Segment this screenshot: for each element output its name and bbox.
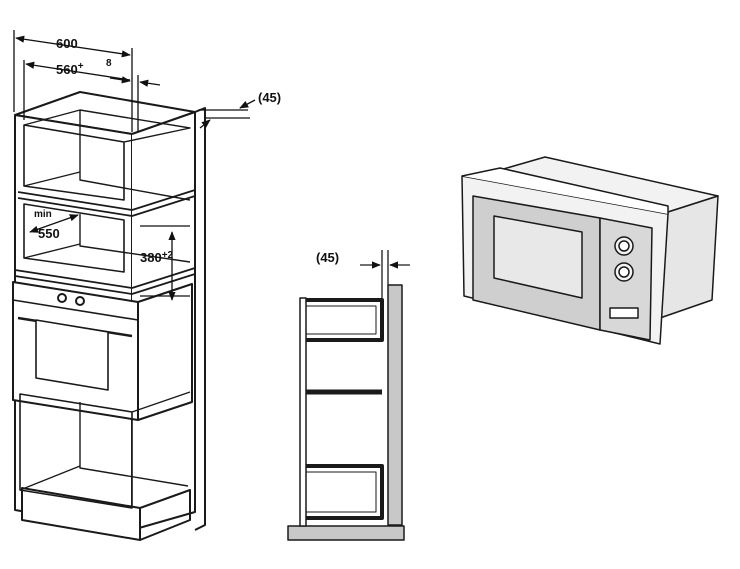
built-in-microwave xyxy=(461,156,719,345)
dim-min-label: min xyxy=(34,209,52,220)
side-section xyxy=(287,250,410,541)
dim-8-label: 8 xyxy=(106,58,112,69)
dim-560-label: 560+ xyxy=(56,61,84,77)
cabinet-dimensions xyxy=(13,30,256,301)
dim-550-label: 550 xyxy=(38,226,60,241)
dim-side-45-label: (45) xyxy=(316,250,339,265)
dim-600-label: 600 xyxy=(56,36,78,51)
dim-rear-45-label: (45) xyxy=(258,90,281,105)
dim-380-label: 380+2 xyxy=(140,250,174,265)
lower-compartment xyxy=(19,391,191,509)
oven xyxy=(12,281,193,421)
